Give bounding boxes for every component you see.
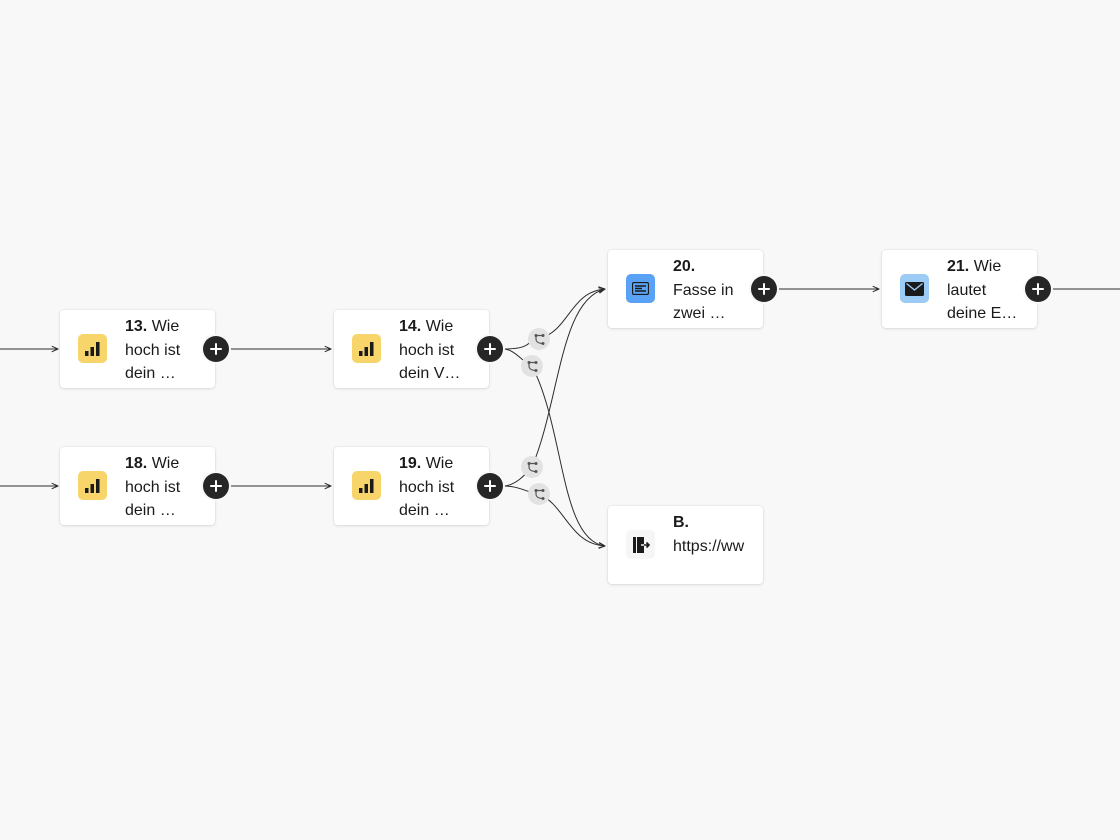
plus-icon <box>758 283 770 295</box>
connector-14-B <box>502 348 605 546</box>
step-label: 13. Wie hoch ist dein … <box>125 315 207 385</box>
branch-icon <box>534 333 544 345</box>
plus-icon <box>484 480 496 492</box>
step-number: B. <box>673 514 689 531</box>
step-number: 19. <box>399 455 422 472</box>
step-node-14[interactable]: 14. Wie hoch ist dein V… <box>334 310 489 388</box>
plus-icon <box>210 343 222 355</box>
redirect-node-b[interactable]: B. https://ww <box>608 506 763 584</box>
step-label: 19. Wie hoch ist dein … <box>399 452 481 522</box>
bar-chart-icon <box>352 471 381 500</box>
long-text-icon <box>626 274 655 303</box>
branch-logic-button[interactable] <box>521 355 543 377</box>
step-node-19[interactable]: 19. Wie hoch ist dein … <box>334 447 489 525</box>
add-step-button[interactable] <box>1025 276 1051 302</box>
branch-icon <box>527 461 537 473</box>
plus-icon <box>210 480 222 492</box>
step-title: Wie hoch ist dein … <box>399 455 455 519</box>
step-label: 20. Fasse in zwei … <box>673 255 755 325</box>
bar-chart-icon <box>352 334 381 363</box>
step-number: 13. <box>125 318 148 335</box>
step-title: Wie hoch ist dein … <box>125 455 181 519</box>
step-node-21[interactable]: 21. Wie lautet deine E… <box>882 250 1037 328</box>
branch-icon <box>527 360 537 372</box>
step-title: Wie hoch ist dein … <box>125 318 181 382</box>
branch-logic-button[interactable] <box>528 483 550 505</box>
step-number: 18. <box>125 455 148 472</box>
step-title: Wie hoch ist dein V… <box>399 318 461 382</box>
connector-19-B <box>502 485 605 546</box>
add-step-button[interactable] <box>751 276 777 302</box>
redirect-icon <box>626 530 655 559</box>
add-step-button[interactable] <box>477 473 503 499</box>
step-node-20[interactable]: 20. Fasse in zwei … <box>608 250 763 328</box>
bar-chart-icon <box>78 471 107 500</box>
bar-chart-icon <box>78 334 107 363</box>
step-title: Wie lautet deine E… <box>947 258 1018 322</box>
branch-logic-button[interactable] <box>528 328 550 350</box>
step-label: 21. Wie lautet deine E… <box>947 255 1029 325</box>
step-title: Fasse in zwei … <box>673 281 734 322</box>
step-title: https://ww <box>673 537 745 555</box>
step-label: 18. Wie hoch ist dein … <box>125 452 207 522</box>
step-label: B. https://ww <box>673 511 755 581</box>
add-step-button[interactable] <box>203 473 229 499</box>
step-label: 14. Wie hoch ist dein V… <box>399 315 481 385</box>
step-number: 21. <box>947 258 970 275</box>
add-step-button[interactable] <box>203 336 229 362</box>
step-node-13[interactable]: 13. Wie hoch ist dein … <box>60 310 215 388</box>
branch-logic-button[interactable] <box>521 456 543 478</box>
plus-icon <box>1032 283 1044 295</box>
email-icon <box>900 274 929 303</box>
step-node-18[interactable]: 18. Wie hoch ist dein … <box>60 447 215 525</box>
connector-19-20 <box>502 289 605 487</box>
plus-icon <box>484 343 496 355</box>
step-number: 14. <box>399 318 422 335</box>
step-number: 20. <box>673 258 696 275</box>
add-step-button[interactable] <box>477 336 503 362</box>
branch-icon <box>534 488 544 500</box>
